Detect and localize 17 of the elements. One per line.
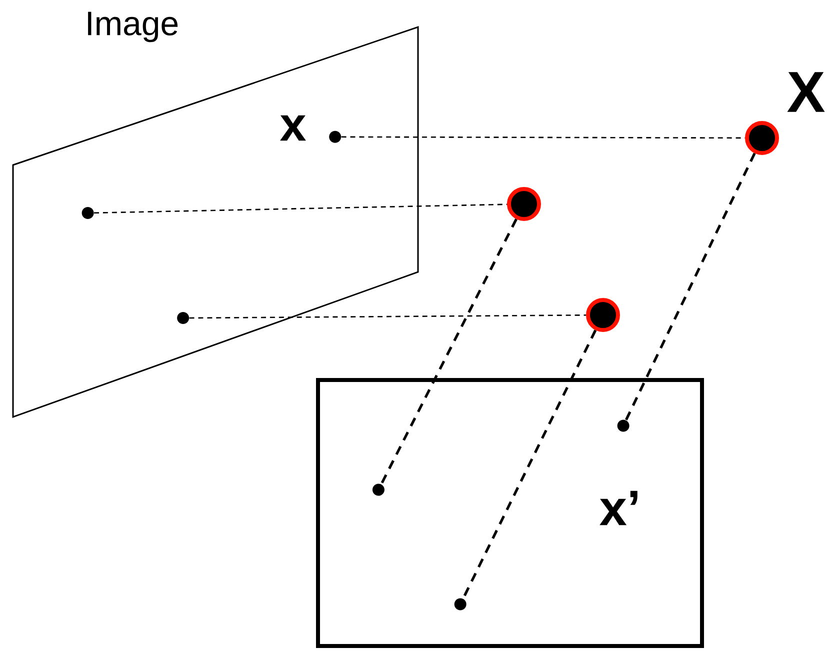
projection-line — [380, 218, 518, 485]
image-point — [617, 420, 630, 432]
point-label: X — [787, 72, 825, 112]
image-point — [177, 312, 190, 324]
projection-line — [94, 204, 508, 214]
scene-point — [507, 187, 541, 221]
image-point — [82, 207, 94, 220]
scene-point — [586, 298, 620, 332]
projection-line — [624, 152, 756, 421]
image-rectangle — [316, 378, 704, 648]
point-label: x’ — [600, 490, 638, 526]
image-point — [454, 598, 466, 610]
projection-line — [189, 314, 586, 319]
point-label: x — [280, 115, 306, 141]
scene-point — [745, 121, 779, 155]
image-point — [372, 484, 384, 496]
image-point — [329, 130, 342, 143]
